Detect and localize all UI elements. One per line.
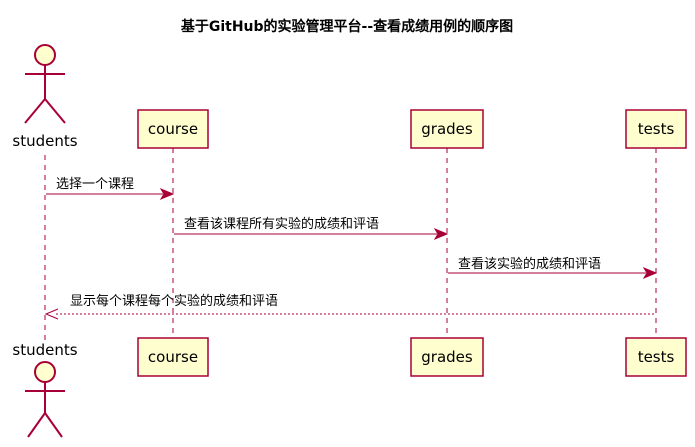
- message-view-course-grades: 查看该课程所有实验的成绩和评语: [174, 216, 449, 241]
- actor-students-top: students: [12, 44, 78, 150]
- participant-label: tests: [638, 348, 675, 366]
- participant-label: course: [148, 348, 198, 366]
- participant-tests-bottom: tests: [625, 337, 687, 377]
- actor-label: students: [12, 132, 77, 150]
- message-label: 显示每个课程每个实验的成绩和评语: [70, 293, 278, 309]
- participant-label: course: [148, 120, 198, 138]
- arrowhead: [642, 266, 658, 280]
- message-label: 查看该课程所有实验的成绩和评语: [184, 216, 379, 232]
- message-display-grades: 显示每个课程每个实验的成绩和评语: [44, 293, 655, 320]
- participant-grades-top: grades: [410, 109, 484, 149]
- participant-tests-top: tests: [625, 109, 687, 149]
- participant-label: tests: [638, 120, 675, 138]
- message-label: 选择一个课程: [56, 177, 134, 192]
- actor-label: students: [12, 341, 77, 359]
- message-label: 查看该实验的成绩和评语: [458, 256, 601, 272]
- arrowhead: [433, 227, 449, 241]
- diagram-title: 基于GitHub的实验管理平台--查看成绩用例的顺序图: [181, 18, 513, 35]
- participant-label: grades: [421, 348, 473, 366]
- participant-course-top: course: [137, 109, 209, 149]
- arrowhead: [159, 187, 175, 201]
- participant-course-bottom: course: [137, 337, 209, 377]
- open-arrowhead: [44, 308, 59, 320]
- message-view-test-grades: 查看该实验的成绩和评语: [448, 256, 658, 280]
- participant-grades-bottom: grades: [410, 337, 484, 377]
- actor-students-bottom: students: [12, 341, 78, 438]
- participant-label: grades: [421, 120, 473, 138]
- message-select-course: 选择一个课程: [46, 177, 175, 201]
